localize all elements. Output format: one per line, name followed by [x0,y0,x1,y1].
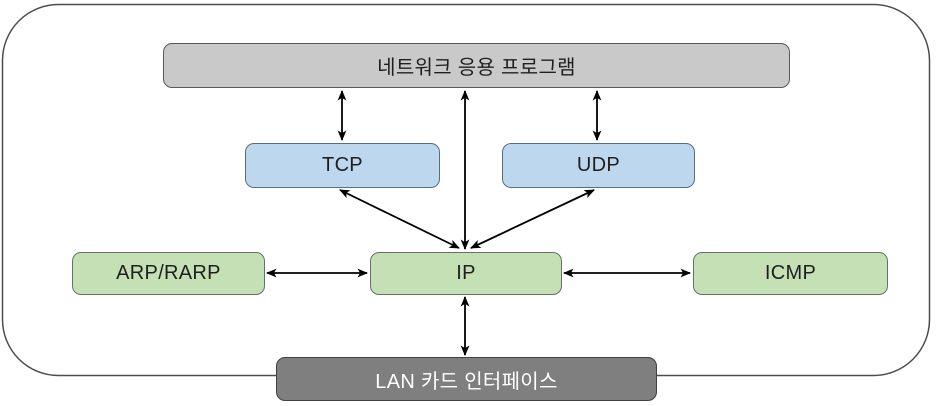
arrow-ip-lan [355,297,465,355]
arrow-tcp-ip [339,189,460,249]
node-arp-rarp: ARP/RARP [72,252,265,295]
node-icmp: ICMP [693,252,888,295]
node-lan-card-interface: LAN 카드 인터페이스 [276,357,657,401]
node-network-application: 네트워크 응용 프로그램 [163,43,790,88]
node-udp: UDP [502,143,695,188]
arrow-udp-ip [470,189,595,249]
node-ip: IP [370,252,562,295]
node-tcp: TCP [245,143,440,188]
